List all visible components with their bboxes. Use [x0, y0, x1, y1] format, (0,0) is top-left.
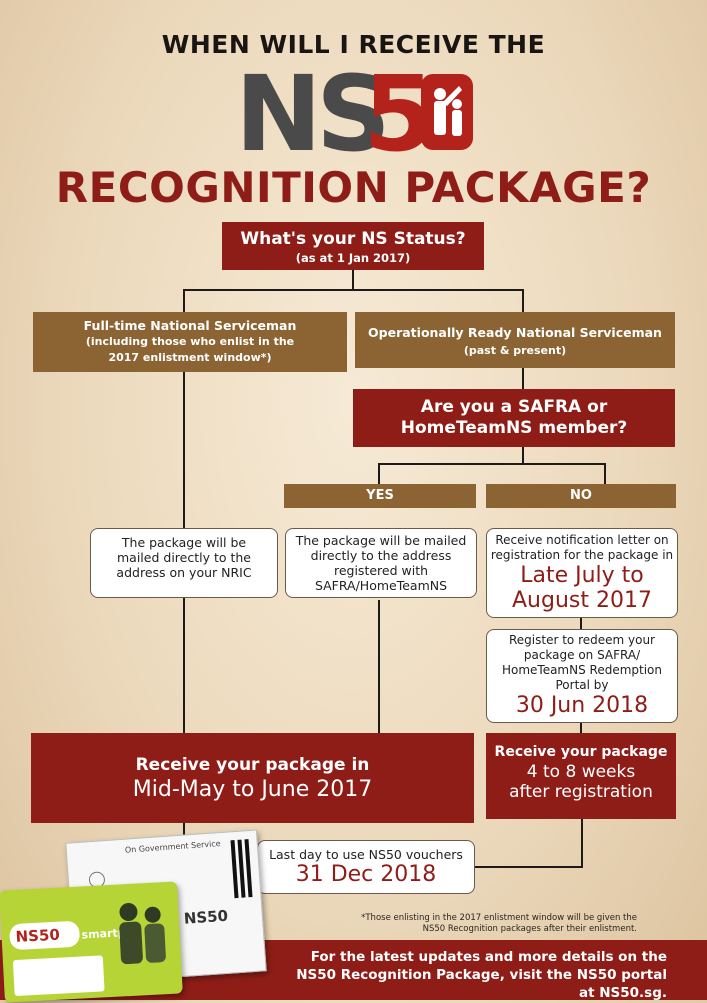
connector-line: [183, 289, 523, 291]
connector-line: [183, 289, 185, 313]
connector-line: [604, 463, 606, 485]
connector-line: [352, 268, 354, 290]
fulltime-nsman-box: Full-time National Serviceman (including…: [33, 312, 347, 372]
connector-line: [581, 818, 583, 868]
register-line4: Portal by: [555, 678, 609, 692]
receive-package-main: Receive your package in Mid-May to June …: [31, 733, 474, 823]
ns-status-subtitle: (as at 1 Jan 2017): [295, 251, 411, 265]
fulltime-title: Full-time National Serviceman: [83, 318, 297, 333]
smartpac-card-image: NS50 smartpac: [0, 881, 183, 1003]
ns-status-question: What's your NS Status? (as at 1 Jan 2017…: [222, 222, 484, 270]
envelope-logo-text: NS50: [183, 906, 229, 928]
receive-main-line1: Receive your package in: [135, 755, 370, 775]
nric-line3: address on your NRIC: [116, 565, 252, 580]
yes-label: YES: [284, 484, 476, 508]
envelope-label: On Government Service: [124, 839, 221, 855]
ns50-logo-graphic: NS 5: [235, 53, 473, 175]
connector-line: [378, 463, 606, 465]
card-logo: NS50: [15, 925, 61, 946]
fulltime-line2: (including those who enlist in the: [85, 335, 295, 348]
notify-line2: registration for the package in: [490, 548, 674, 562]
safra-line4: SAFRA/HomeTeamNS: [314, 578, 448, 593]
envelope-bar: [244, 839, 253, 898]
register-line3: HomeTeamNS Redemption: [501, 663, 663, 677]
card-address-panel: [12, 955, 105, 997]
connector-line: [378, 600, 380, 734]
ornsmen-subtitle: (past & present): [463, 344, 567, 357]
receive-main-line2: Mid-May to June 2017: [132, 777, 373, 802]
footer-text: For the latest updates and more details …: [287, 948, 667, 1002]
safra-line3: registered with: [333, 563, 429, 578]
footer-line1: For the latest updates and more details …: [310, 949, 667, 965]
header-main-line: RECOGNITION PACKAGE?: [55, 163, 652, 212]
notification-box: Receive notification letter on registrat…: [486, 528, 678, 618]
vouchers-date: 31 Dec 2018: [295, 862, 437, 887]
ns-status-title: What's your NS Status?: [240, 229, 466, 249]
footnote-line2: NS50 Recognition packages after their en…: [422, 924, 637, 934]
footnote: *Those enlisting in the 2017 enlistment …: [337, 913, 637, 935]
safra-mail-box: The package will be mailed directly to t…: [285, 528, 477, 598]
vouchers-line1: Last day to use NS50 vouchers: [269, 847, 463, 862]
soldiers-illustration-icon: [110, 892, 174, 965]
member-question: Are you a SAFRA or HomeTeamNS member?: [353, 389, 675, 447]
nric-line2: mailed directly to the: [117, 550, 251, 565]
receive-right-line2: 4 to 8 weeks: [526, 762, 636, 782]
ns50-logo: NS 5: [235, 53, 475, 175]
ornsmen-box: Operationally Ready National Serviceman …: [355, 312, 675, 368]
register-date: 30 Jun 2018: [515, 693, 649, 718]
receive-package-right: Receive your package 4 to 8 weeks after …: [486, 733, 676, 819]
connector-line: [522, 289, 524, 313]
safra-line1: The package will be mailed: [295, 533, 467, 548]
notify-line1: Receive notification letter on: [495, 533, 669, 547]
connector-line: [580, 618, 582, 630]
connector-line: [522, 446, 524, 464]
member-question-line2: HomeTeamNS member?: [400, 418, 628, 438]
register-line2: package on SAFRA/: [523, 648, 641, 662]
safra-line2: directly to the address: [310, 548, 452, 563]
footer-line2: NS50 Recognition Package, visit the NS50…: [296, 967, 667, 1001]
connector-line: [522, 366, 524, 390]
member-question-line1: Are you a SAFRA or: [420, 397, 608, 417]
nric-mail-box: The package will be mailed directly to t…: [90, 528, 278, 598]
notify-date2: August 2017: [512, 588, 652, 613]
connector-line: [378, 463, 380, 485]
ns50-logo-ns: NS: [235, 64, 385, 159]
connector-line: [473, 866, 583, 868]
footnote-line1: *Those enlisting in the 2017 enlistment …: [361, 913, 637, 923]
nric-line1: The package will be: [121, 535, 247, 550]
register-box: Register to redeem your package on SAFRA…: [486, 629, 678, 723]
no-label: NO: [486, 484, 676, 508]
receive-right-line3: after registration: [509, 782, 653, 802]
connector-line: [580, 721, 582, 733]
ornsmen-title: Operationally Ready National Serviceman: [368, 325, 662, 340]
register-line1: Register to redeem your: [508, 633, 655, 647]
vouchers-box: Last day to use NS50 vouchers 31 Dec 201…: [257, 840, 475, 894]
ns50-logo-5: 5: [363, 64, 429, 159]
header-top-line: WHEN WILL I RECEIVE THE: [161, 30, 546, 59]
receive-right-line1: Receive your package: [494, 744, 668, 760]
fulltime-line3: 2017 enlistment window*): [108, 351, 272, 364]
notify-date1: Late July to: [520, 563, 644, 588]
ns50-logo-0: [421, 74, 473, 150]
envelope-logo: NS50: [183, 907, 228, 928]
saluting-soldiers-icon: [434, 86, 462, 136]
